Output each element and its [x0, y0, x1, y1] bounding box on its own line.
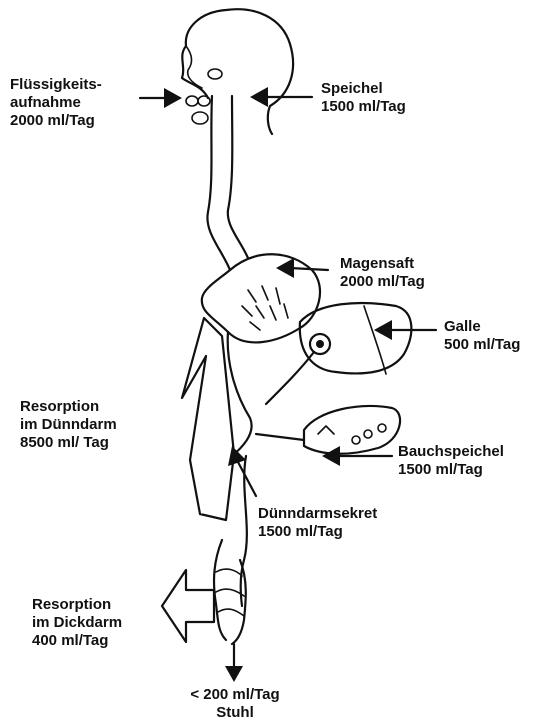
- resorption-small-intestine-arrow: [182, 318, 234, 520]
- saliva-line-1: Speichel: [321, 80, 406, 98]
- esophagus-right: [228, 96, 248, 258]
- resorption-large-intestine-arrow: [162, 570, 214, 642]
- absorption-large-intestine-line-1: Resorption: [32, 596, 122, 614]
- bile-label: Galle 500 ml/Tag: [444, 318, 520, 354]
- intestinal-secretion-arrowhead: [228, 446, 246, 466]
- gastric-juice-arrowhead: [276, 258, 294, 278]
- saliva-arrowhead: [250, 87, 268, 107]
- pancreatic-duct: [256, 434, 304, 440]
- mouth-shape-2: [198, 96, 210, 106]
- esophagus-left: [207, 96, 230, 270]
- intestinal-secretion-line-2: 1500 ml/Tag: [258, 523, 377, 541]
- absorption-small-intestine-line-2: im Dünndarm: [20, 416, 117, 434]
- stool-line-2: Stuhl: [180, 704, 290, 722]
- liver-outline: [300, 303, 412, 373]
- gastric-juice-line-2: 2000 ml/Tag: [340, 273, 425, 291]
- stomach-outline: [202, 254, 320, 342]
- stool-label: < 200 ml/Tag Stuhl: [180, 686, 290, 722]
- saliva-label: Speichel 1500 ml/Tag: [321, 80, 406, 116]
- liver-lobe-line: [364, 306, 386, 374]
- pancreatic-juice-arrowhead: [322, 446, 340, 466]
- pancreas-ducts: [318, 424, 386, 444]
- stool-line-1: < 200 ml/Tag: [180, 686, 290, 704]
- throat-shape: [192, 112, 208, 124]
- gastric-juice-arrow-shaft: [290, 268, 328, 270]
- pancreatic-juice-line-1: Bauchspeichel: [398, 443, 504, 461]
- absorption-small-intestine-label: Resorption im Dünndarm 8500 ml/ Tag: [20, 398, 117, 452]
- gastric-glands: [242, 286, 288, 330]
- fluid-intake-arrowhead: [164, 88, 182, 108]
- fluid-intake-label: Flüssigkeits- aufnahme 2000 ml/Tag: [10, 76, 102, 130]
- absorption-small-intestine-line-3: 8500 ml/ Tag: [20, 434, 117, 452]
- gallbladder-core: [316, 340, 324, 348]
- absorption-large-intestine-label: Resorption im Dickdarm 400 ml/Tag: [32, 596, 122, 650]
- saliva-line-2: 1500 ml/Tag: [321, 98, 406, 116]
- gastric-juice-label: Magensaft 2000 ml/Tag: [340, 255, 425, 291]
- head-outline: [182, 9, 293, 134]
- stool-arrowhead: [225, 666, 243, 682]
- nose-shape: [208, 69, 222, 79]
- intestinal-secretion-line-1: Dünndarmsekret: [258, 505, 377, 523]
- mouth-shape-1: [186, 96, 198, 106]
- absorption-small-intestine-line-1: Resorption: [20, 398, 117, 416]
- colon-haustra: [216, 569, 244, 616]
- absorption-large-intestine-line-2: im Dickdarm: [32, 614, 122, 632]
- intestinal-secretion-label: Dünndarmsekret 1500 ml/Tag: [258, 505, 377, 541]
- bile-line-1: Galle: [444, 318, 520, 336]
- gastric-juice-line-1: Magensaft: [340, 255, 425, 273]
- fluid-intake-line-1: Flüssigkeits-: [10, 76, 102, 94]
- bile-arrowhead: [374, 320, 392, 340]
- bile-line-2: 500 ml/Tag: [444, 336, 520, 354]
- pancreatic-juice-line-2: 1500 ml/Tag: [398, 461, 504, 479]
- pancreatic-juice-label: Bauchspeichel 1500 ml/Tag: [398, 443, 504, 479]
- fluid-intake-line-2: aufnahme: [10, 94, 102, 112]
- absorption-large-intestine-line-3: 400 ml/Tag: [32, 632, 122, 650]
- bile-duct: [266, 352, 314, 404]
- fluid-intake-line-3: 2000 ml/Tag: [10, 112, 102, 130]
- intestinal-secretion-arrow-shaft: [238, 462, 256, 496]
